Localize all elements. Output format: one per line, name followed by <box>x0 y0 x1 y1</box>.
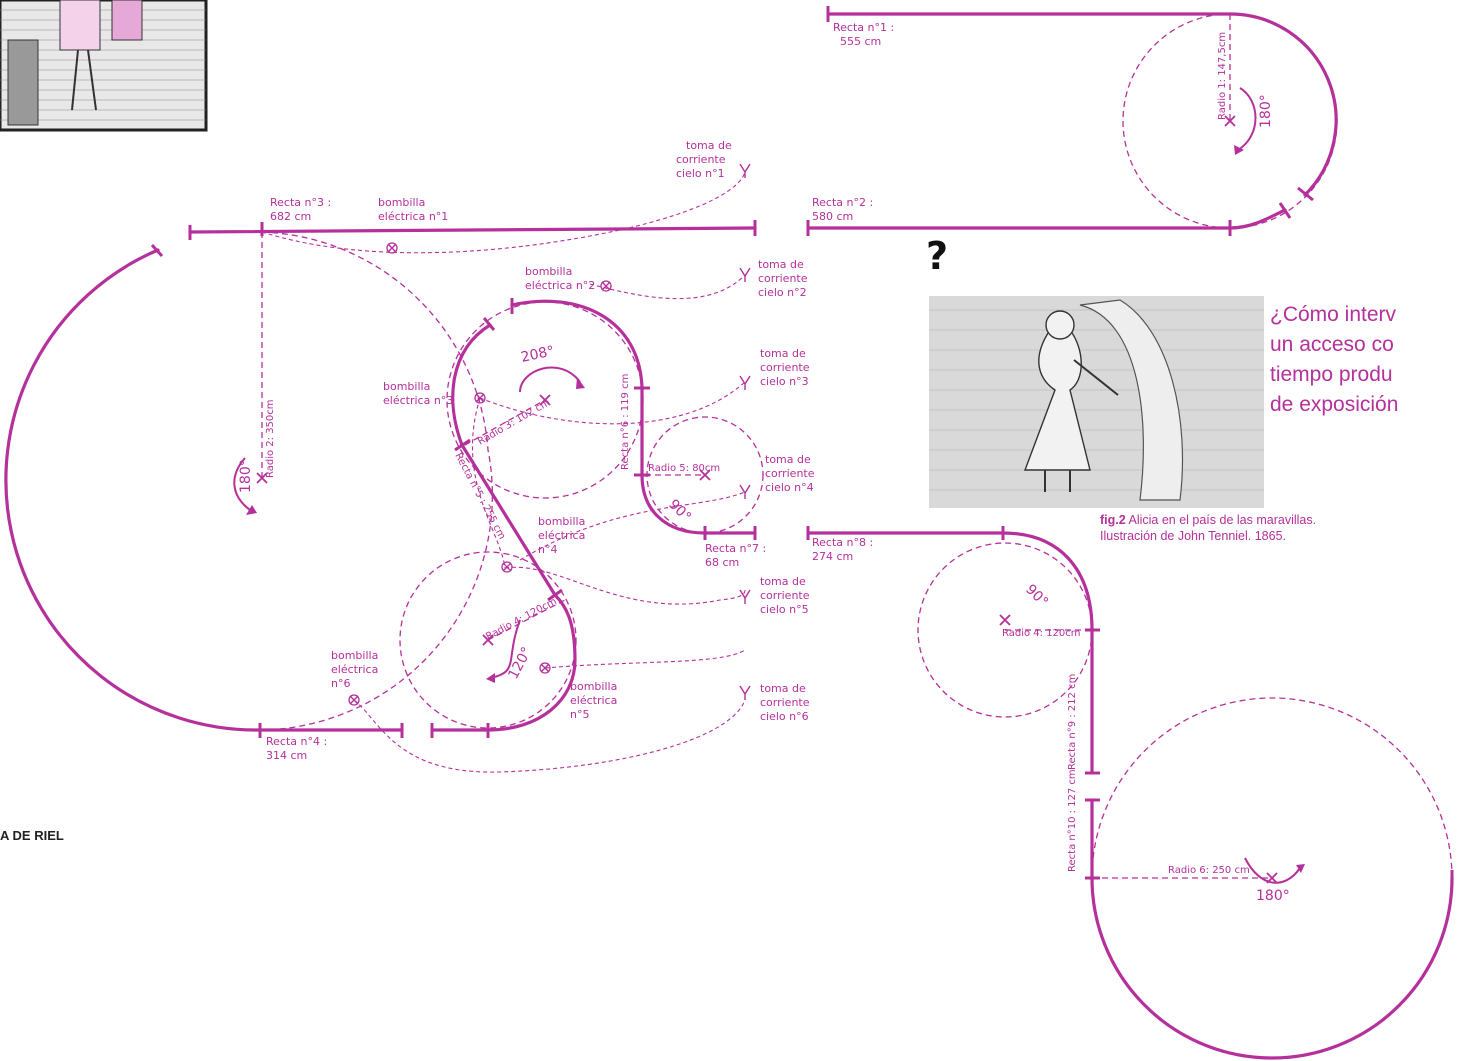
recta-5-label: Recta n°5 : 255 cm <box>452 451 507 541</box>
bulb-markers <box>348 242 612 706</box>
bombilla-3-line-2: eléctrica n°3 <box>383 394 453 407</box>
toma-3-line-1: toma de <box>760 347 806 360</box>
radio-6-label: Radio 6: 250 cm <box>1168 865 1250 876</box>
wiring-lines <box>261 171 746 773</box>
question-text: ¿Cómo interv un acceso co tiempo produ d… <box>1270 300 1461 420</box>
bombilla-2-line-2: eléctrica n°2 <box>525 279 595 292</box>
bombilla-2-line-1: bombilla <box>525 265 572 278</box>
bulb-4-icon <box>501 561 513 573</box>
caption-title: Alicia en el país de las maravillas. <box>1125 513 1317 527</box>
toma-6-line-3: cielo n°6 <box>760 710 809 723</box>
track-left-loop <box>4 220 757 738</box>
question-mark: ? <box>926 234 949 278</box>
caption-line-1: fig.2 Alicia en el país de las maravilla… <box>1100 512 1440 528</box>
bombilla-6-line-2: eléctrica <box>331 663 378 676</box>
toma-4-line-3: cielo n°4 <box>765 481 814 494</box>
track-bottom-right <box>806 526 1454 1060</box>
track-top-right <box>806 6 1338 236</box>
toma-4-line-1: toma de <box>765 453 811 466</box>
bombilla-6-line-1: bombilla <box>331 649 378 662</box>
bulb-2-icon <box>600 280 612 292</box>
bombilla-6-line-3: n°6 <box>331 677 350 690</box>
angle-208: 208° <box>520 343 556 366</box>
bombilla-1-line-2: eléctrica n°1 <box>378 210 448 223</box>
toma-2-line-3: cielo n°2 <box>758 286 807 299</box>
recta-4-label-b: 314 cm <box>266 749 307 762</box>
left-section-label: A DE RIEL <box>0 828 64 843</box>
recta-10-label: Recta n°10 : 127 cm <box>1067 769 1078 872</box>
bulb-1-icon <box>386 242 398 254</box>
toma-6-line-1: toma de <box>760 682 806 695</box>
toma-5-line-3: cielo n°5 <box>760 603 809 616</box>
construction-circles-left <box>261 231 764 731</box>
recta-7-label-a: Recta n°7 : <box>705 542 766 555</box>
figure-caption: fig.2 Alicia en el país de las maravilla… <box>1100 512 1440 544</box>
angle-180-left: 180° <box>238 459 254 493</box>
question-line-3: tiempo produ <box>1270 363 1393 386</box>
recta-1-label-a: Recta n°1 : <box>833 21 894 34</box>
recta-7-label-b: 68 cm <box>705 556 739 569</box>
toma-6-line-2: corriente <box>760 696 810 709</box>
socket-2-icon <box>739 267 751 282</box>
toma-5-line-2: corriente <box>760 589 810 602</box>
toma-5-line-1: toma de <box>760 575 806 588</box>
question-line-1: ¿Cómo interv <box>1270 303 1397 326</box>
recta-4-label-a: Recta n°4 : <box>266 735 327 748</box>
toma-1-line-3: cielo n°1 <box>676 167 725 180</box>
alice-illustration <box>929 296 1264 508</box>
recta-2-label-b: 580 cm <box>812 210 853 223</box>
bulb-6-icon <box>348 694 360 706</box>
recta-3-label-a: Recta n°3 : <box>270 196 331 209</box>
bombilla-5-line-3: n°5 <box>570 708 589 721</box>
caption-line-2: Ilustración de John Tenniel. 1865. <box>1100 529 1287 543</box>
toma-3-line-3: cielo n°3 <box>760 375 809 388</box>
bombilla-5-line-1: bombilla <box>570 680 617 693</box>
bulb-3-icon <box>474 392 486 404</box>
bombilla-4-line-1: bombilla <box>538 515 585 528</box>
radio-1-label: Radio 1: 147,5cm <box>1217 32 1228 120</box>
toma-4-line-2: corriente <box>765 467 815 480</box>
caption-fig-number: fig.2 <box>1100 513 1126 527</box>
toma-2-line-1: toma de <box>758 258 804 271</box>
sketch-illustration-top-left <box>0 0 208 132</box>
bombilla-3-line-1: bombilla <box>383 380 430 393</box>
socket-4-icon <box>739 484 751 499</box>
socket-markers <box>739 163 751 700</box>
angle-180-bottom-right: 180° <box>1256 888 1290 904</box>
socket-6-icon <box>739 685 751 700</box>
question-line-2: un acceso co <box>1270 333 1394 356</box>
toma-1-line-1: toma de <box>686 139 732 152</box>
angle-180-top-right: 180° <box>1258 94 1274 128</box>
angle-90-center: 90° <box>665 497 694 526</box>
radio-2-label: Radio 2: 350cm <box>265 399 276 478</box>
bulb-labels: bombilla eléctrica n°1 bombilla eléctric… <box>331 196 617 721</box>
question-line-4: de exposición <box>1270 393 1399 416</box>
angle-arrows <box>233 87 1305 884</box>
recta-8-label-a: Recta n°8 : <box>812 536 873 549</box>
recta-9-label: Recta n°9 : 212 cm <box>1067 674 1078 770</box>
socket-5-icon <box>739 589 751 604</box>
bombilla-5-line-2: eléctrica <box>570 694 617 707</box>
socket-1-icon <box>739 163 751 178</box>
radio-3-label: Radio 3: 102 cm <box>476 397 552 447</box>
bombilla-1-line-1: bombilla <box>378 196 425 209</box>
bombilla-4-line-3: n°4 <box>538 543 557 556</box>
angle-90-right: 90° <box>1022 582 1051 611</box>
recta-2-label-a: Recta n°2 : <box>812 196 873 209</box>
toma-2-line-2: corriente <box>758 272 808 285</box>
toma-3-line-2: corriente <box>760 361 810 374</box>
socket-labels: toma de corriente cielo n°1 toma de corr… <box>676 139 815 723</box>
bulb-5-icon <box>539 662 551 674</box>
recta-1-label-b: 555 cm <box>840 35 881 48</box>
radio-4-label-left: Radio 4: 120cm <box>484 596 558 643</box>
bombilla-4-line-2: eléctrica <box>538 529 585 542</box>
toma-1-line-2: corriente <box>676 153 726 166</box>
recta-8-label-b: 274 cm <box>812 550 853 563</box>
radio-5-label: Radio 5: 80cm <box>648 463 720 474</box>
radio-4-label-right: Radio 4: 120cm <box>1002 628 1081 639</box>
recta-6-label: Recta n°6 : 119 cm <box>620 374 631 470</box>
socket-3-icon <box>739 375 751 390</box>
recta-3-label-b: 682 cm <box>270 210 311 223</box>
